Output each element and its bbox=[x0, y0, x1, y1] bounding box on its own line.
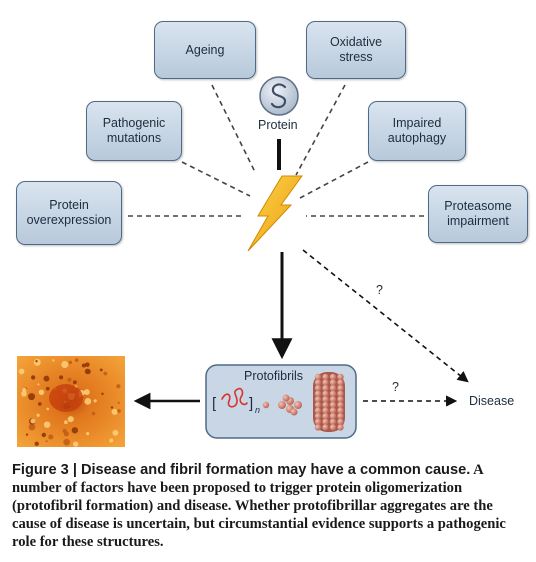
lightning-bolt-icon bbox=[248, 176, 302, 251]
fibril-column-icon bbox=[313, 372, 345, 432]
factor-impaired-autophagy: Impaired autophagy bbox=[368, 101, 466, 161]
question-mark-diagonal: ? bbox=[376, 283, 383, 297]
factor-oxidative-stress: Oxidative stress bbox=[306, 21, 406, 79]
disease-label: Disease bbox=[469, 394, 514, 408]
trigger-to-disease-arrow bbox=[303, 250, 467, 381]
factor-ageing: Ageing bbox=[154, 21, 256, 79]
factor-protein-overexpression: Protein overexpression bbox=[16, 181, 122, 245]
bracket-open: [ bbox=[212, 395, 216, 412]
factor-proteasome-impairment: Proteasome impairment bbox=[428, 185, 528, 243]
question-mark-horizontal: ? bbox=[392, 380, 399, 394]
protein-label: Protein bbox=[258, 118, 298, 132]
brain-tissue-micrograph bbox=[17, 356, 125, 447]
factor-pathogenic-mutations: Pathogenic mutations bbox=[86, 101, 182, 161]
bracket-close: ] bbox=[249, 395, 253, 412]
caption-figure-label: Figure 3 | Disease and fibril formation … bbox=[12, 462, 470, 478]
link-pathogenic-mutations bbox=[182, 162, 250, 196]
dimer-icon bbox=[263, 402, 269, 408]
protofibrils-title: Protofibrils bbox=[244, 369, 303, 383]
bracket-subscript: n bbox=[255, 405, 260, 415]
protein-coil-icon bbox=[260, 77, 298, 115]
figure-caption: Figure 3 | Disease and fibril formation … bbox=[12, 461, 527, 551]
link-oxidative-stress bbox=[296, 85, 345, 175]
link-ageing bbox=[212, 85, 255, 172]
link-impaired-autophagy bbox=[300, 162, 368, 198]
